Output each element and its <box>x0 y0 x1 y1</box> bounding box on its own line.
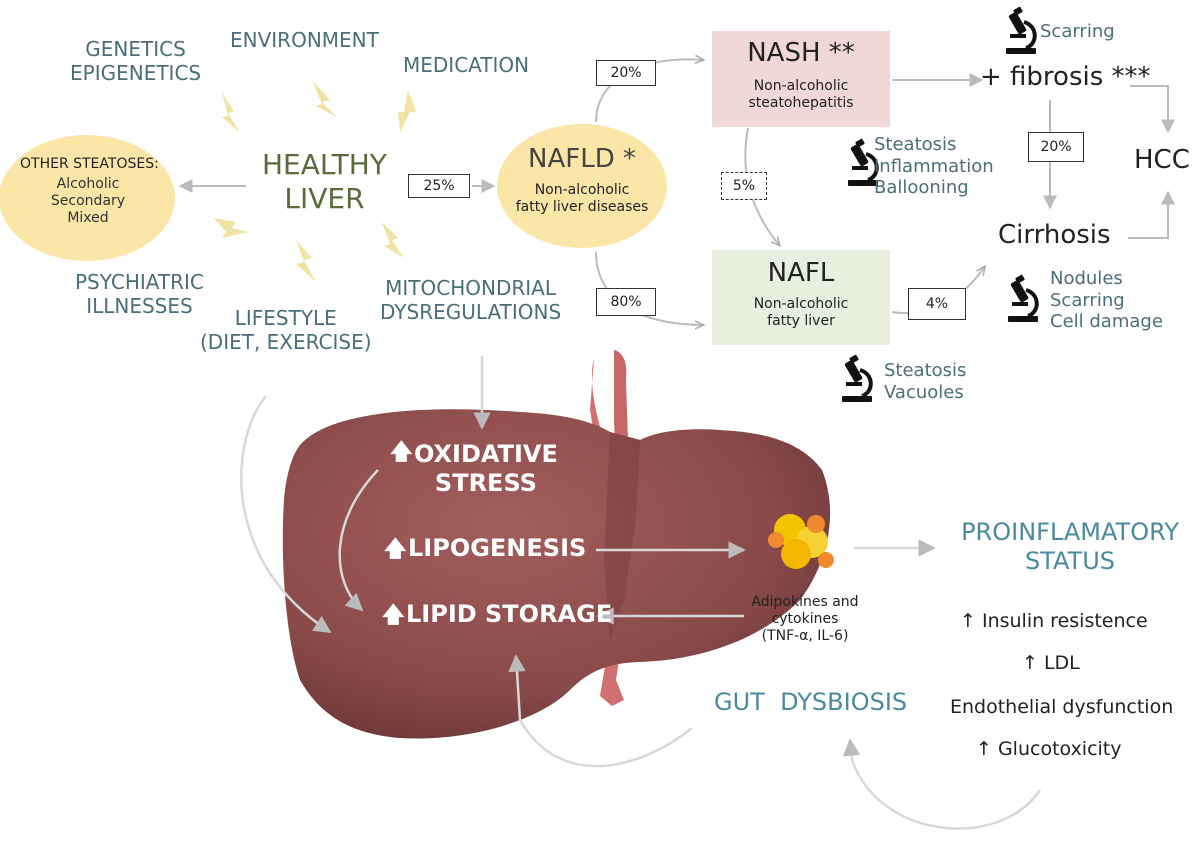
percent-25: 25% <box>408 174 470 198</box>
lightning-icon <box>214 218 248 238</box>
arrow-gut-loop <box>508 654 693 768</box>
histology-fibrosis: Scarring <box>1040 21 1115 42</box>
other-steatoses-items: Alcoholic Secondary Mixed <box>50 176 126 226</box>
lightning-icon <box>296 240 316 282</box>
lightning-icon <box>312 80 338 118</box>
effect-endothelial: Endothelial dysfunction <box>950 696 1174 718</box>
other-steatoses-title: OTHER STEATOSES: <box>20 156 159 172</box>
microscope-icon <box>1008 274 1039 322</box>
percent-20-nash: 20% <box>596 60 656 86</box>
nash-title: NASH ** <box>747 38 855 68</box>
factor-lifestyle: LIFESTYLE (DIET, EXERCISE) <box>200 306 372 354</box>
factor-environment: ENVIRONMENT <box>230 28 379 52</box>
lightning-bolts <box>214 80 416 282</box>
nafl-subtitle: Non-alcoholic fatty liver <box>753 296 849 329</box>
lipid-storage-label: 🡅LIPID STORAGE <box>382 600 613 628</box>
histology-nafl: Steatosis Vacuoles <box>884 360 967 403</box>
percent-4: 4% <box>908 288 966 320</box>
percent-80-nafl: 80% <box>596 288 656 316</box>
oxidative-stress-label: 🡅OXIDATIVE STRESS <box>390 440 558 497</box>
fibrosis-label: + fibrosis *** <box>980 62 1151 92</box>
factor-medication: MEDICATION <box>403 53 530 77</box>
factor-psychiatric: PSYCHIATRIC ILLNESSES <box>75 270 204 318</box>
liver-illustration <box>282 350 831 739</box>
factor-mitochondrial: MITOCHONDRIAL DYSREGULATIONS <box>380 276 562 324</box>
microscope-icon <box>848 138 879 186</box>
arrow-effects-loop <box>842 738 1042 830</box>
histology-nash: Steatosis Inflammation Ballooning <box>874 134 994 199</box>
lightning-icon <box>382 222 404 258</box>
lightning-icon <box>398 90 416 132</box>
factor-genetics: GENETICS EPIGENETICS <box>70 37 202 85</box>
other-steatoses-ellipse <box>0 135 175 261</box>
lipogenesis-label: 🡅LIPOGENESIS <box>384 534 587 562</box>
effect-glucotoxicity: ↑ Glucotoxicity <box>976 738 1122 760</box>
arrow-cirrhosis-to-hcc <box>1128 190 1175 239</box>
adipokines-label: Adipokines and cytokines (TNF-α, IL-6) <box>751 594 859 644</box>
nash-box <box>712 31 890 127</box>
arrow-fibrosis-to-hcc <box>1130 85 1175 134</box>
up-arrow-icon: 🡅 <box>384 537 407 562</box>
up-arrow-icon: 🡅 <box>390 440 413 465</box>
adipocyte-cluster <box>768 514 834 569</box>
arrow-lifestyle-to-liver <box>240 395 332 634</box>
healthy-liver-label: HEALTHY LIVER <box>262 148 387 215</box>
up-arrow-icon: 🡅 <box>382 603 405 628</box>
gut-dysbiosis-label: GUT DYSBIOSIS <box>714 688 908 716</box>
nafld-title: NAFLD * <box>528 144 636 174</box>
percent-20-cirrhosis: 20% <box>1028 132 1084 162</box>
nash-subtitle: Non-alcoholic steatohepatitis <box>748 78 854 111</box>
nafl-box <box>712 250 890 345</box>
histology-cirrhosis: Nodules Scarring Cell damage <box>1050 268 1163 333</box>
microscope-icon <box>1006 6 1037 54</box>
lightning-icon <box>222 92 240 133</box>
nafld-ellipse <box>497 124 667 248</box>
effect-ldl: ↑ LDL <box>1022 652 1080 674</box>
cirrhosis-label: Cirrhosis <box>998 220 1111 250</box>
microscope-icon <box>842 354 873 402</box>
hcc-label: HCC <box>1134 145 1190 175</box>
percent-5: 5% <box>721 172 767 200</box>
effect-insulin: ↑ Insulin resistence <box>960 610 1148 632</box>
nafl-title: NAFL <box>767 258 835 288</box>
nafld-subtitle: Non-alcoholic fatty liver diseases <box>515 182 649 215</box>
arrow-oxidative-to-storage <box>338 469 379 612</box>
proinflammatory-label: PROINFLAMATORY STATUS <box>961 518 1179 575</box>
